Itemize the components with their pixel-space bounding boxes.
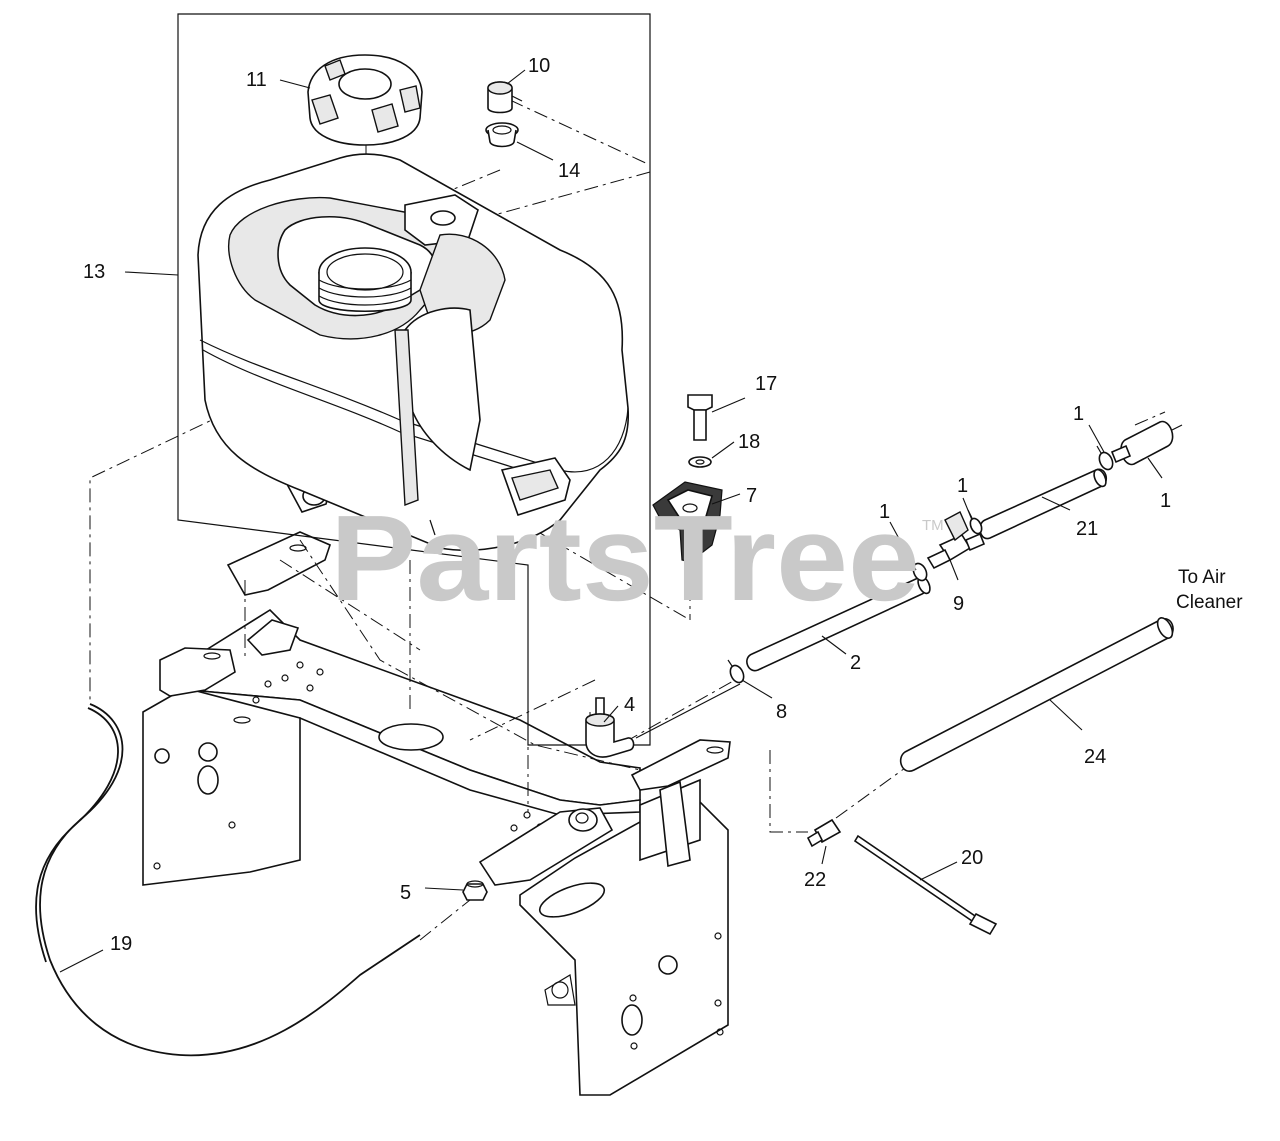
callout-8: 2 — [850, 652, 861, 674]
hose-fitting — [806, 818, 842, 848]
vent-valve — [487, 81, 523, 114]
tank-subassembly-frame — [177, 13, 651, 746]
callout-20: 20 — [961, 847, 983, 869]
callout-10: 10 — [528, 55, 550, 77]
callout-1: 8 — [776, 701, 787, 723]
callout-21: 1 — [1160, 490, 1171, 512]
cable-tie — [853, 834, 998, 936]
to-air-cleaner-note: To Air Cleaner — [1176, 567, 1243, 613]
note-line-1: To Air — [1178, 567, 1226, 588]
note-line-2: Cleaner — [1176, 592, 1243, 613]
nut — [462, 880, 488, 901]
callout-1: 1 — [957, 475, 968, 497]
callout-22: 22 — [804, 869, 826, 891]
fuel-tank — [197, 153, 630, 551]
left-side-plate — [142, 687, 301, 886]
right-side-plate — [519, 801, 729, 1096]
callout-9: 21 — [1076, 518, 1098, 540]
callout-4: 4 — [624, 694, 635, 716]
bolt — [687, 394, 713, 441]
callout-1: 1 — [1073, 403, 1084, 425]
right-mounting-tab — [630, 739, 731, 791]
callout-18: 18 — [738, 431, 760, 453]
watermark: PartsTree TM — [330, 490, 944, 626]
watermark-trademark: TM — [922, 517, 944, 534]
callout-7: 7 — [746, 485, 757, 507]
grommet — [485, 122, 519, 148]
callout-11: 11 — [246, 69, 267, 91]
callout-5: 5 — [400, 882, 411, 904]
hose-clamp — [727, 659, 745, 684]
callout-17: 17 — [755, 373, 777, 395]
leader-lines — [59, 69, 1163, 973]
hose-clamp — [1096, 445, 1114, 471]
elbow-fitting — [585, 683, 741, 758]
callout-1: 1 — [879, 501, 890, 523]
fuel-lines — [35, 468, 1174, 1057]
callout-14: 14 — [558, 160, 580, 182]
callout-13: 13 — [83, 261, 105, 283]
callout-labels: 11 10 14 13 17 18 7 1 1 1 1 21 9 2 8 4 2… — [83, 55, 1171, 955]
fuel-filter — [1110, 420, 1183, 466]
hose-clamp — [910, 556, 928, 582]
tank-mount-bracket — [652, 481, 723, 563]
washer — [688, 456, 712, 468]
callout-19: 19 — [110, 933, 132, 955]
callout-24: 24 — [1084, 746, 1106, 768]
watermark-text: PartsTree — [330, 490, 920, 626]
left-bracket — [159, 647, 236, 697]
callout-2: 9 — [953, 593, 964, 615]
fuel-cap — [307, 54, 423, 146]
